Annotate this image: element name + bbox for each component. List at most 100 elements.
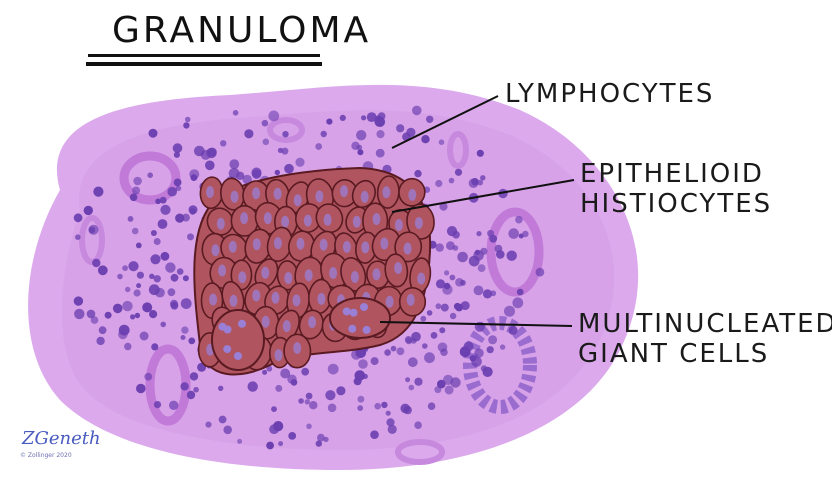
lymphocyte-dot <box>278 441 283 446</box>
lymphocyte-dot <box>187 391 195 399</box>
lymphocyte-dot <box>439 327 445 333</box>
lymphocyte-dot <box>298 398 304 404</box>
cell-nucleus <box>305 269 313 281</box>
lymphocyte-dot <box>266 442 274 450</box>
lymphocyte-dot <box>495 245 503 253</box>
lymphocyte-dot <box>500 344 505 349</box>
lymphocyte-dot <box>474 286 484 296</box>
lymphocyte-dot <box>122 265 128 271</box>
lymphocyte-dot <box>142 302 152 312</box>
lymphocyte-dot <box>374 403 381 410</box>
lymphocyte-dot <box>454 303 461 310</box>
lymphocyte-dot <box>411 338 417 344</box>
lymphocyte-dot <box>171 274 179 282</box>
giant-cell-nucleus <box>238 320 246 328</box>
lymphocyte-dot <box>122 301 132 311</box>
lymphocyte-dot <box>92 259 100 267</box>
lymphocyte-dot <box>386 411 391 416</box>
lymphocyte-dot <box>315 143 322 150</box>
giant-cell <box>212 310 264 370</box>
lymphocyte-dot <box>488 335 497 344</box>
cell-nucleus <box>395 219 403 231</box>
label-epithelioid-line2: HISTIOCYTES <box>580 190 772 220</box>
cell-nucleus <box>324 214 332 226</box>
cell-nucleus <box>261 267 269 279</box>
lymphocyte-dot <box>460 280 466 286</box>
lymphocyte-dot <box>444 270 449 275</box>
lymphocyte-dot <box>509 326 518 335</box>
giant-cell-nucleus <box>234 352 242 360</box>
lymphocyte-dot <box>446 241 455 250</box>
lymphocyte-dot <box>480 248 487 255</box>
lymphocyte-dot <box>147 172 153 178</box>
lymphocyte-dot <box>381 402 387 408</box>
cell-nucleus <box>240 212 248 224</box>
lymphocyte-dot <box>519 234 524 239</box>
lymphocyte-dot <box>487 346 494 353</box>
lymphocyte-dot <box>515 216 523 224</box>
lymphocyte-dot <box>355 370 366 381</box>
lymphocyte-dot <box>420 316 426 322</box>
lymphocyte-dot <box>174 179 182 187</box>
lymphocyte-dot <box>471 356 482 367</box>
lymphocyte-dot <box>316 440 322 446</box>
lymphocyte-dot <box>376 130 384 138</box>
page-title: GRANULOMA <box>112 10 371 51</box>
lymphocyte-dot <box>167 187 177 197</box>
lymphocyte-dot <box>171 302 179 310</box>
cell-nucleus <box>380 238 388 250</box>
lymphocyte-dot <box>248 381 258 391</box>
lymphocyte-dot <box>149 129 158 138</box>
lymphocyte-dot <box>412 106 422 116</box>
lymphocyte-dot <box>140 332 149 341</box>
giant-cell-nucleus <box>363 326 371 334</box>
lymphocyte-dot <box>74 213 83 222</box>
lymphocyte-dot <box>205 161 215 171</box>
lymphocyte-dot <box>136 283 141 288</box>
cell-nucleus <box>293 342 301 354</box>
lymphocyte-dot <box>305 399 310 404</box>
cell-nucleus <box>284 272 292 284</box>
lymphocyte-dot <box>133 177 142 186</box>
lymphocyte-dot <box>436 243 444 251</box>
lymphocyte-dot <box>84 206 93 215</box>
lymphocyte-dot <box>155 199 161 205</box>
cell-nucleus <box>253 238 261 250</box>
lymphocyte-dot <box>508 228 519 239</box>
lymphocyte-dot <box>237 439 242 444</box>
cell-nucleus <box>209 294 217 306</box>
lymphocyte-dot <box>517 289 524 296</box>
giant-cell-nucleus <box>348 325 356 333</box>
lymphocyte-dot <box>424 352 435 363</box>
cell-nucleus <box>373 268 381 280</box>
lymphocyte-dot <box>306 424 312 430</box>
label-giant-line1: MULTINUCLEATED <box>578 310 832 340</box>
lymphocyte-dot <box>438 342 448 352</box>
lymphocyte-dot <box>125 287 130 292</box>
lymphocyte-dot <box>507 251 517 261</box>
lymphocyte-dot <box>181 335 186 340</box>
lymphocyte-dot <box>436 303 442 309</box>
lymphocyte-dot <box>130 314 135 319</box>
lymphocyte-dot <box>144 373 152 381</box>
cell-nucleus <box>408 189 416 201</box>
cell-nucleus <box>361 241 369 253</box>
lymphocyte-dot <box>351 350 361 360</box>
lymphocyte-dot <box>414 170 421 177</box>
lymphocyte-dot <box>325 390 335 400</box>
lymphocyte-dot <box>252 170 261 179</box>
lymphocyte-dot <box>478 264 486 272</box>
lymphocyte-dot <box>396 124 404 132</box>
lymphocyte-dot <box>326 119 332 125</box>
lymphocyte-dot <box>536 268 545 277</box>
lymphocyte-dot <box>160 322 166 328</box>
cell-nucleus <box>206 186 214 198</box>
title-underline <box>88 54 320 57</box>
lymphocyte-dot <box>427 310 433 316</box>
giant-cell-nucleus <box>343 307 351 315</box>
lymphocyte-dot <box>442 284 452 294</box>
lymphocyte-dot <box>176 186 182 192</box>
lymphocyte-dot <box>93 187 103 197</box>
lymphocyte-dot <box>98 265 108 275</box>
